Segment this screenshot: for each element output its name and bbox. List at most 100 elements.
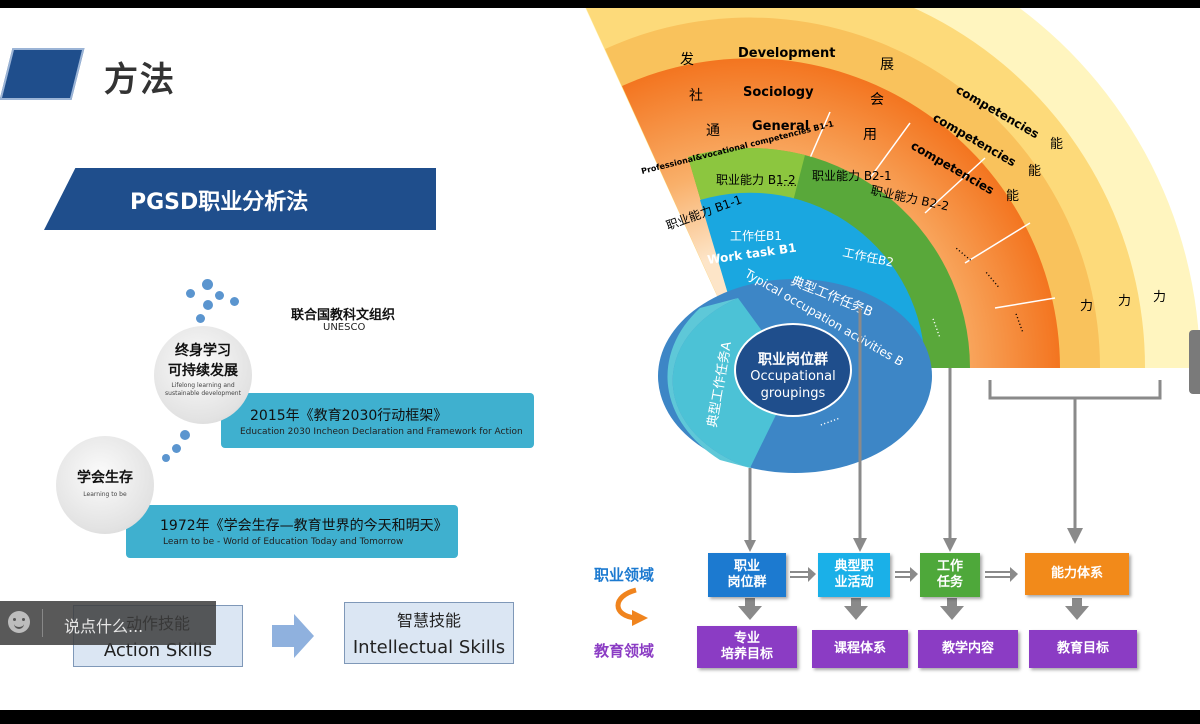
divider (994, 297, 1056, 309)
sociology-cn3: 能 (1028, 164, 1041, 179)
center-cn: 职业岗位群 (758, 351, 828, 368)
intellectual-skills-box: 智慧技能 Intellectual Skills (344, 602, 514, 664)
domain-curve-arrowhead (632, 610, 648, 626)
lifelong-learning-en1: Lifelong learning and (171, 382, 235, 389)
method-banner (44, 168, 436, 230)
general-en: General (752, 119, 809, 134)
typical-activities-box: 典型职业活动 (818, 553, 890, 597)
work-tasks-box: 工作任务 (920, 553, 980, 597)
down-arrow-icon (738, 598, 762, 620)
method-banner-text: PGSD职业分析法 (130, 190, 309, 215)
activity-a-outer (667, 298, 750, 468)
learning-to-be-circle (56, 436, 154, 534)
sociology-cn1: 社 (689, 88, 703, 104)
side-scroll-handle[interactable] (1189, 330, 1200, 394)
path-dot (162, 454, 170, 462)
unesco-cn-label: 联合国教科文组织 (291, 308, 396, 323)
teaching-content-box: 教学内容 (918, 630, 1018, 668)
divider (869, 122, 911, 179)
curriculum-box: 课程体系 (812, 630, 908, 668)
path-dot (180, 430, 190, 440)
box-line1: 工作 (936, 559, 963, 574)
development-cn3: 能 (1050, 137, 1063, 152)
path-dot (186, 289, 195, 298)
intellectual-skills-en: Intellectual Skills (352, 637, 506, 658)
sociology-en: Sociology (743, 85, 814, 100)
box-line1: 职业 (733, 559, 760, 574)
emoji-icon[interactable] (8, 611, 30, 633)
training-goals-box: 专业培养目标 (697, 626, 797, 668)
unesco-en-label: UNESCO (323, 322, 366, 333)
competency-fan-diagram: 发 Development 展 competencies 能 力 社 Socio… (585, 8, 1200, 626)
divider (964, 222, 1031, 264)
down-arrow-icon (844, 598, 868, 620)
path-dot (230, 297, 239, 306)
intellectual-skills-cn: 智慧技能 (396, 611, 461, 630)
development-cn1: 发 (680, 52, 694, 68)
general-cn1: 通 (706, 123, 720, 139)
connector-arrow (943, 538, 957, 552)
chat-overlay[interactable]: 说点什么... (0, 601, 216, 645)
development-cn2: 展 (880, 57, 894, 73)
chat-input-placeholder[interactable]: 说点什么... (64, 617, 144, 636)
sociology-cn2: 会 (870, 92, 884, 108)
development-cn4: 力 (1153, 290, 1166, 305)
center-circle (734, 323, 852, 417)
connector-arrow (853, 538, 867, 552)
action-skills-en: Action Skills (103, 640, 213, 661)
box-line1: 典型职 (834, 559, 874, 574)
down-arrow-icon (940, 598, 964, 620)
competency-ellipsis: ...... (776, 176, 797, 189)
center-en1: Occupational (750, 369, 835, 384)
box-line1: 专业 (733, 631, 760, 646)
skills-arrow-icon (272, 614, 314, 658)
divider (924, 157, 986, 214)
path-dot (203, 300, 213, 310)
development-en: Development (738, 46, 835, 61)
chat-divider (42, 609, 43, 637)
flow-arrow-icon (790, 567, 816, 582)
box-2015-cn: 2015年《教育2030行动框架》 (250, 408, 448, 424)
lifelong-learning-en2: sustainable development (165, 390, 241, 397)
connector-arrow (744, 540, 756, 552)
slide: 方法 PGSD职业分析法 联合国教科文组织 UNESCO 2015年《教育203… (0, 8, 1200, 710)
box-line2: 任务 (936, 575, 963, 590)
general-cn4: 力 (1080, 299, 1093, 314)
competency-b1-2: 职业能力 B1-2 (716, 173, 796, 187)
box-line1: 课程体系 (833, 641, 886, 656)
slide-title: 方法 (104, 60, 176, 100)
connector-arrow (1067, 528, 1083, 544)
center-en2: groupings (761, 386, 826, 401)
box-line1: 教育目标 (1056, 641, 1109, 656)
lifelong-learning-circle (154, 326, 252, 424)
path-dot (215, 291, 224, 300)
box-line2: 业活动 (834, 575, 874, 590)
competency-system-box: 能力体系 (1025, 553, 1129, 595)
box-line1: 能力体系 (1050, 566, 1103, 581)
lifelong-learning-line2: 可持续发展 (168, 363, 238, 379)
title-marker (0, 48, 85, 100)
education-domain-label: 教育领域 (594, 642, 655, 660)
lifelong-learning-line1: 终身学习 (175, 343, 231, 359)
sociology-cn4: 力 (1118, 294, 1131, 309)
box-line1: 教学内容 (941, 641, 994, 656)
path-dot (202, 279, 213, 290)
education-goals-box: 教育目标 (1029, 630, 1137, 668)
box-line2: 培养目标 (720, 647, 773, 662)
box-1972 (126, 505, 458, 558)
domain-curve-arrow-icon (615, 587, 637, 621)
learning-to-be-en: Learning to be (83, 491, 127, 498)
divider (809, 111, 831, 159)
lifelong-learning-cn: 终身学习 可持续发展 (154, 341, 252, 381)
box-line2: 岗位群 (727, 575, 767, 590)
work-task-b1-cn: 工作任B1 (730, 229, 782, 243)
box-1972-en: Learn to be - World of Education Today a… (163, 537, 404, 547)
down-arrow-icon (1065, 598, 1089, 620)
occupation-groups-box: 职业岗位群 (708, 553, 786, 597)
box-2015 (221, 393, 534, 448)
flow-arrow-icon (985, 567, 1018, 582)
path-dot (172, 444, 181, 453)
lifelong-learning-en: Lifelong learning and sustainable develo… (154, 382, 252, 398)
flow-arrow-icon (895, 567, 918, 582)
competency-bracket (988, 380, 1162, 418)
